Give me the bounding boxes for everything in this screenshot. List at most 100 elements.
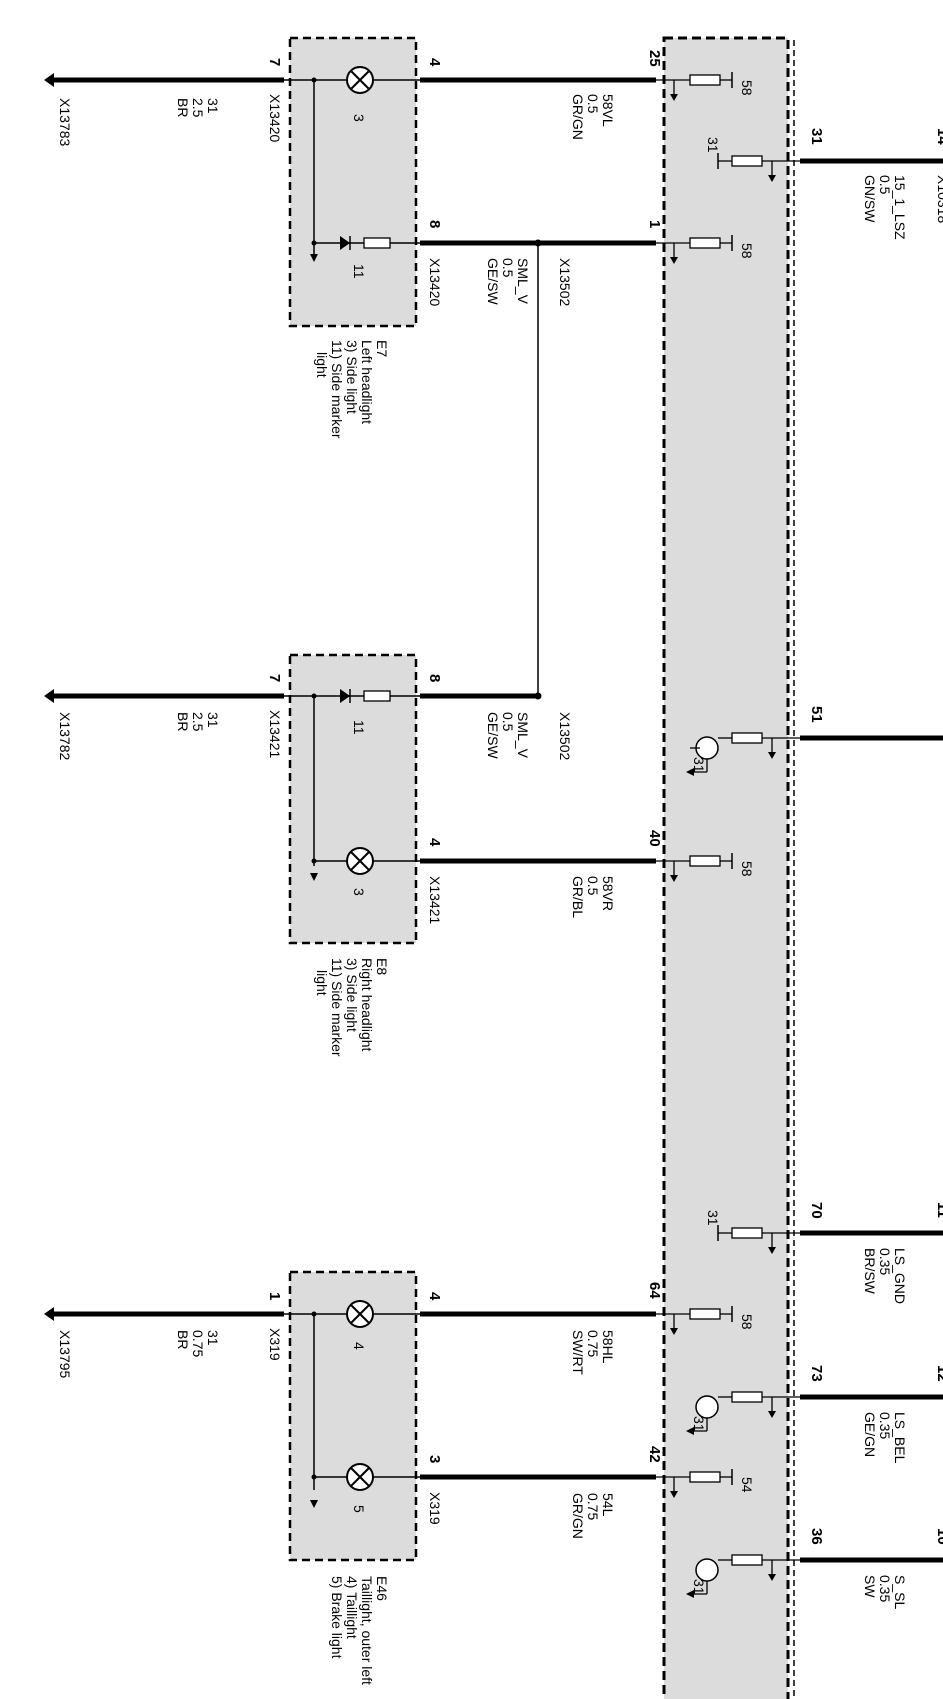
e7-conn-bottom: X13420 [427, 258, 443, 306]
e7-desc-3: 11) Side marker [329, 340, 345, 439]
ecu-circuit-25 [656, 72, 733, 101]
rssl-name: S_SL [892, 1575, 908, 1609]
e8-lamp-label: 3 [351, 888, 367, 896]
ground-conn-label-2: X13782 [57, 712, 73, 760]
e7-pin-8: 8 [426, 220, 443, 228]
splice-label-bottom: X13502 [557, 712, 573, 760]
ecu-pin-64: 64 [646, 1282, 663, 1299]
e7-desc-2: 3) Side light [344, 340, 360, 414]
wire-54l-name: 54L [600, 1493, 616, 1517]
ecu-r54: 54 [739, 1477, 755, 1493]
rgnd-color: BR/SW [862, 1248, 878, 1295]
wire-58vl-color: GR/GN [570, 94, 586, 140]
wire-58hl-name: 58HL [600, 1330, 616, 1364]
ground-size-label-1: 2.5 [190, 98, 206, 118]
lamp-icon-e46-4 [346, 1300, 374, 1328]
ext-pin-11: 11 [934, 1202, 943, 1218]
rgnd-size: 0.35 [877, 1248, 893, 1275]
e7-desc-1: Left headlight [359, 340, 375, 424]
ext-pin-14: 14 [934, 128, 943, 145]
ecu-pin-51: 51 [808, 706, 825, 723]
e7-conn-top: X13420 [267, 94, 283, 142]
e7-led-label: 11 [351, 264, 367, 279]
wire-58vr-name: 58VR [600, 876, 616, 911]
wire-58hl-color: SW/RT [570, 1330, 586, 1375]
ecu-r31-3: 31 [705, 1210, 721, 1226]
e8-pin-7: 7 [266, 674, 283, 682]
wire-58vr-size: 0.5 [585, 876, 601, 896]
wire-sml1-size: 0.5 [500, 258, 516, 278]
r15-conn: X10318 [935, 175, 943, 223]
ecu-r31-2: 31 [691, 757, 707, 773]
e46-pin-4: 4 [426, 1292, 443, 1301]
ecu-circuit-42 [656, 1469, 733, 1498]
e8-desc-3: 11) Side marker [329, 958, 345, 1057]
rssl-color: SW [862, 1575, 878, 1598]
rgnd-name: LS_GND [892, 1248, 908, 1304]
wire-58hl-size: 0.75 [585, 1330, 601, 1357]
right-wire-70 [717, 1225, 943, 1254]
ecu-pin-31: 31 [808, 128, 825, 145]
e46-id: E46 [374, 1576, 390, 1601]
wire-58vr-color: GR/BL [570, 876, 586, 918]
e8-desc-4: light [314, 970, 330, 996]
ecu-r31-5: 31 [691, 1579, 707, 1595]
lamp-icon-e7 [346, 66, 374, 94]
ext-pin-10: 10 [934, 1528, 943, 1545]
ground-pin-label-2: 31 [205, 712, 221, 728]
ecu-pin-70: 70 [808, 1202, 825, 1219]
ground-terminal-2 [44, 689, 54, 703]
e46-desc-1: Taillight, outer left [359, 1576, 375, 1685]
ecu-r31-4: 31 [691, 1416, 707, 1432]
rbel-color: GE/GN [862, 1412, 878, 1457]
ground-conn-label-1: X13783 [57, 98, 73, 146]
e7-pin-7: 7 [266, 58, 283, 66]
right-wire-36 [686, 1554, 943, 1598]
splice-label-top: X13502 [557, 258, 573, 306]
ecu-pin-1: 1 [646, 220, 663, 228]
ecu-r58-1: 58 [739, 80, 755, 96]
ground-color-label-3: BR [175, 1330, 191, 1349]
ground-pin-label-1: 31 [205, 98, 221, 114]
wire-sml1-name: SML_V [515, 258, 531, 305]
rssl-size: 0.35 [877, 1575, 893, 1602]
r15-name: 15_1_LSZ [892, 175, 908, 240]
lamp-icon-e46-5 [346, 1463, 374, 1491]
ecu-circuit-40 [656, 853, 733, 882]
ground-pin-label-3: 31 [205, 1330, 221, 1346]
wire-sml2-name: SML_V [515, 712, 531, 759]
lamp-icon-e8 [346, 847, 374, 875]
ecu-r31-1: 31 [705, 137, 721, 153]
ecu-pin-42: 42 [646, 1446, 663, 1463]
ecu-pin-40: 40 [646, 830, 663, 847]
rbel-size: 0.35 [877, 1412, 893, 1439]
ecu-pin-36: 36 [808, 1528, 825, 1545]
e8-pin-8: 8 [426, 674, 443, 682]
e8-conn-bottom: X13421 [427, 876, 443, 924]
e8-pin-4: 4 [426, 838, 443, 847]
ground-size-label-3: 0.75 [190, 1330, 206, 1357]
e7-id: E7 [374, 340, 390, 357]
wire-58vl-name: 58VL [600, 94, 616, 127]
wire-58vl-size: 0.5 [585, 94, 601, 114]
ext-pin-12: 12 [934, 1365, 943, 1382]
e46-desc-2: 4) Taillight [344, 1576, 360, 1639]
ecu-pin-25: 25 [646, 50, 663, 67]
ecu-r58-4: 58 [739, 1314, 755, 1330]
e7-pin-4: 4 [426, 58, 443, 67]
ecu-box [662, 36, 790, 1699]
e7-desc-4: light [314, 352, 330, 378]
wire-sml2-size: 0.5 [500, 712, 516, 732]
e46-conn-top: X319 [267, 1328, 283, 1361]
r15-color: GN/SW [862, 175, 878, 223]
right-wire-51 [686, 732, 943, 776]
ground-conn-label-3: X13795 [57, 1330, 73, 1378]
ecu-pin-73: 73 [808, 1365, 825, 1382]
e7-lamp-label: 3 [351, 114, 367, 122]
right-wire-73 [686, 1391, 943, 1435]
ground-size-label-2: 2.5 [190, 712, 206, 732]
module-e8-box [288, 653, 418, 945]
e8-led-label: 11 [351, 720, 367, 735]
r15-size: 0.5 [877, 175, 893, 195]
